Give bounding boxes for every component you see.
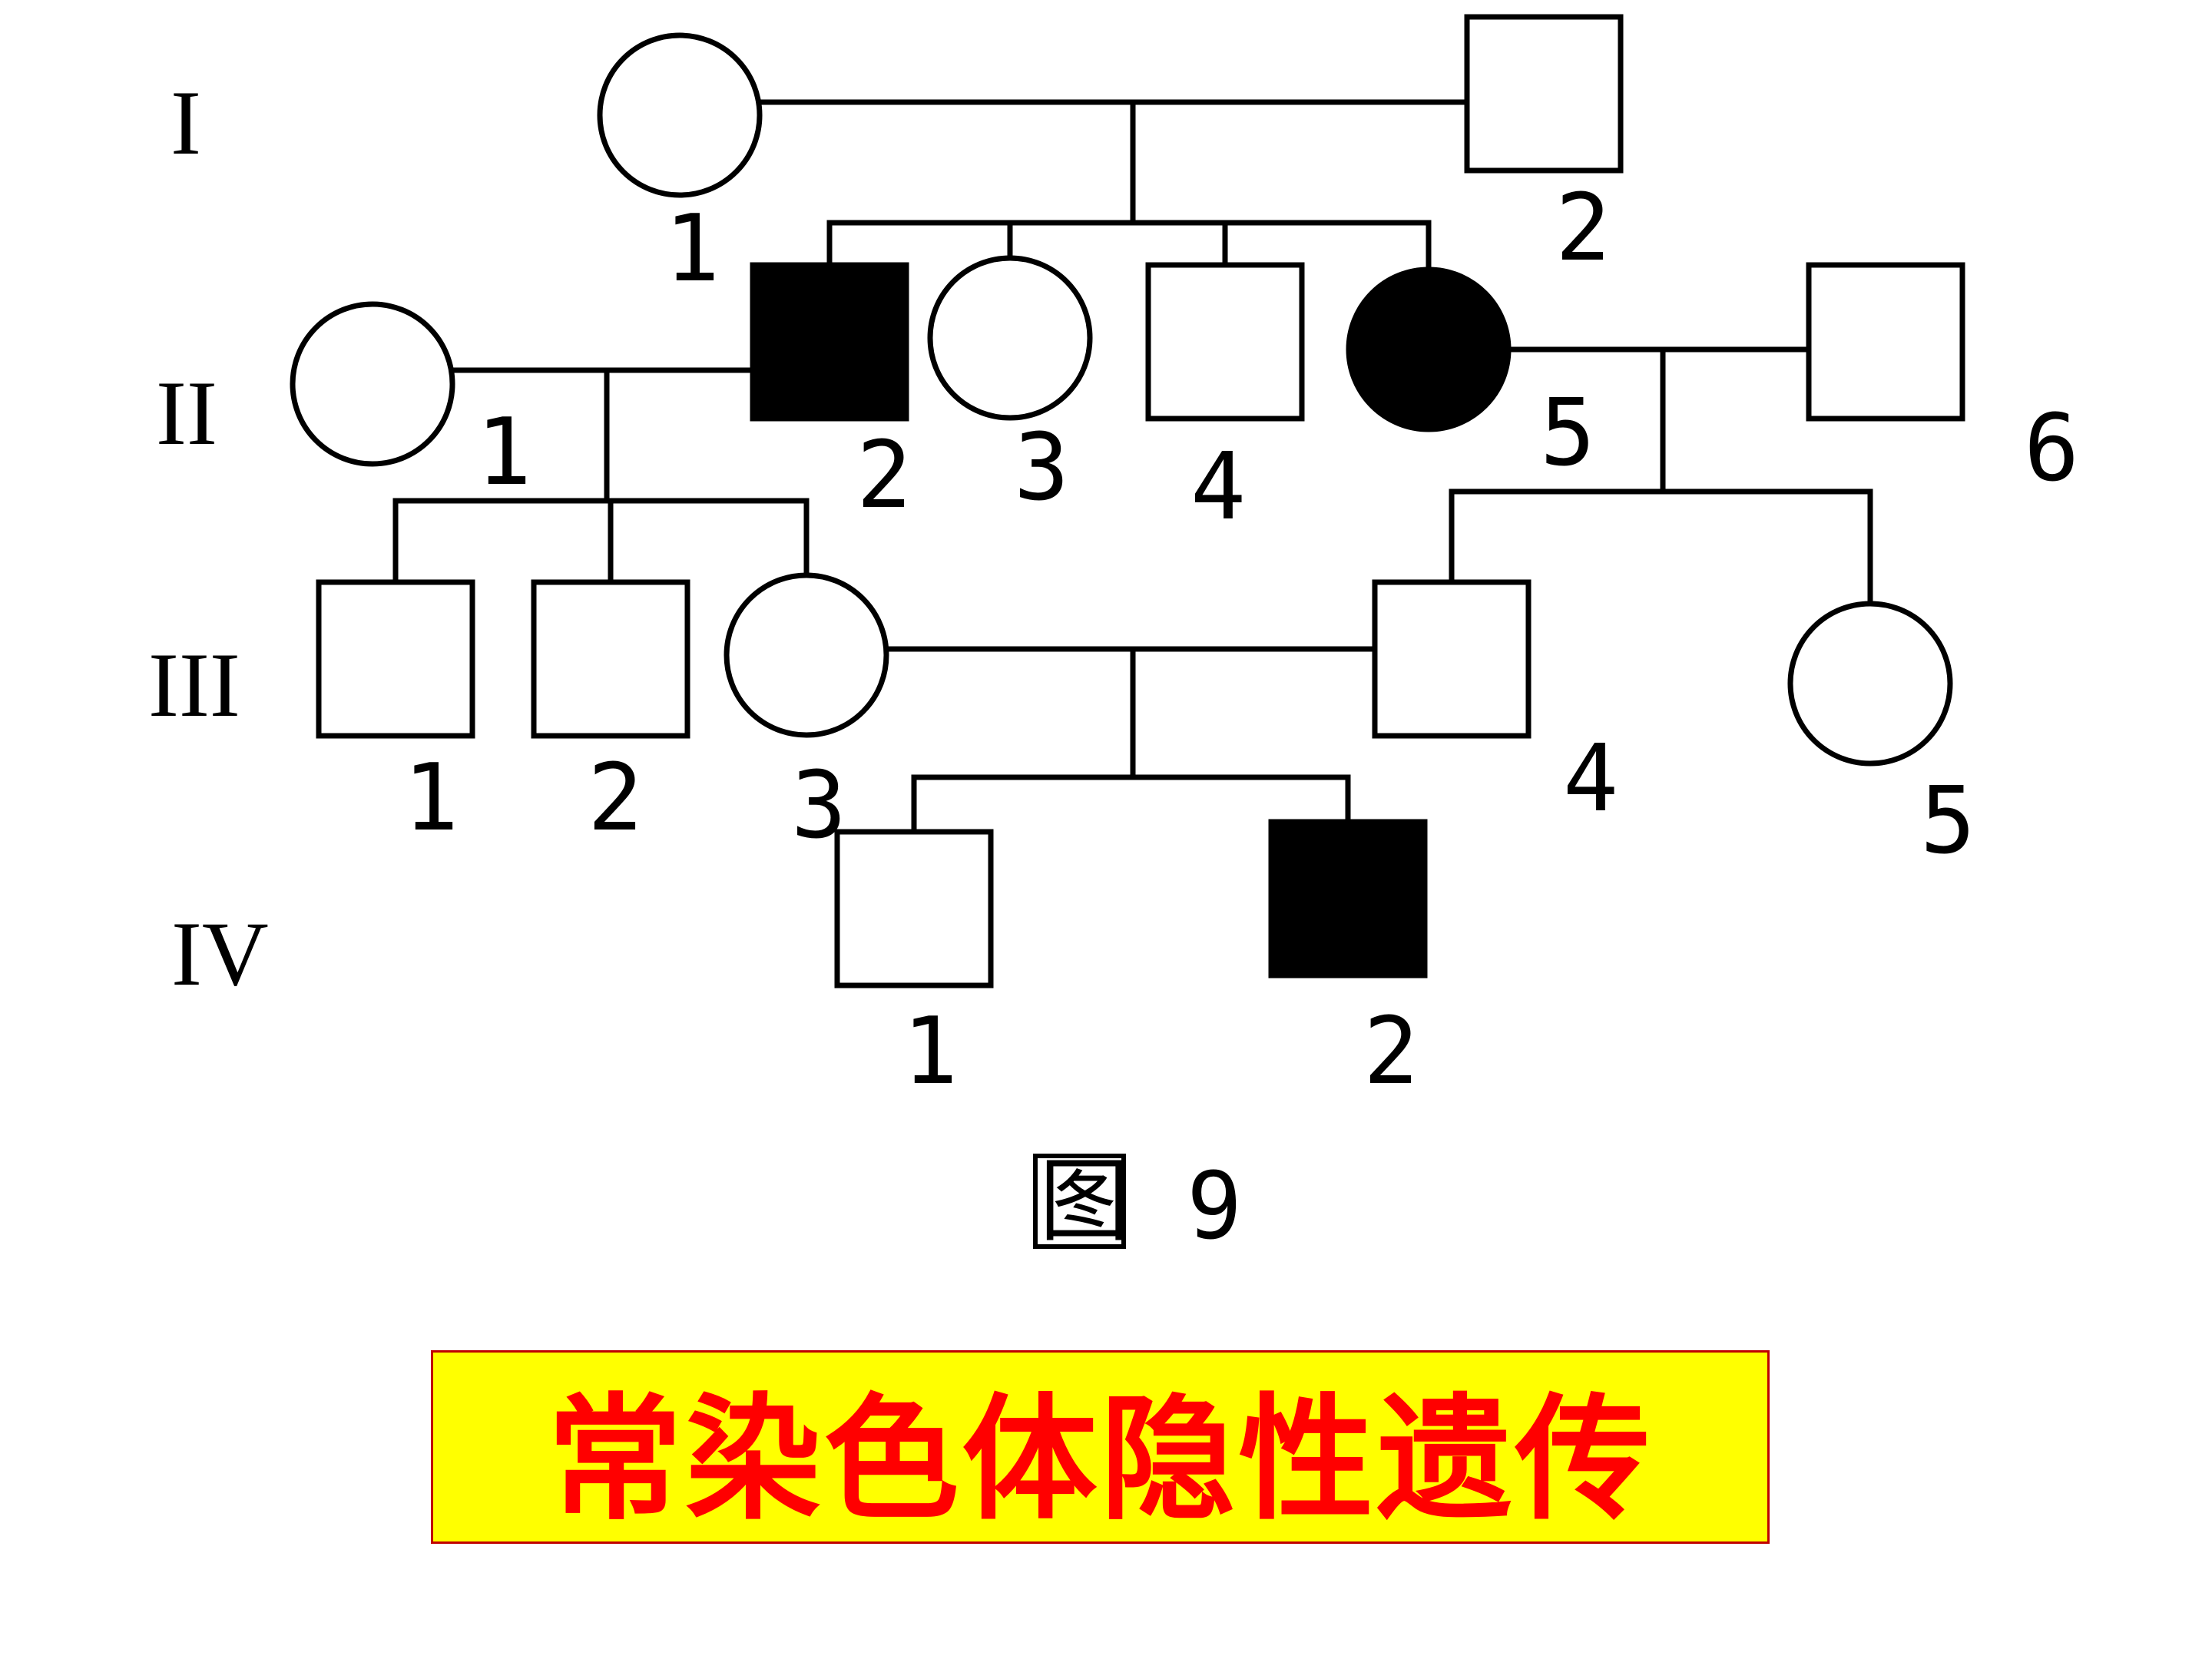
male-symbol-i-2 <box>1464 14 1624 174</box>
conclusion-text: 常染色体隐性遗传 <box>547 1380 1654 1538</box>
male-symbol-iii-2 <box>531 579 690 739</box>
individual-label-iii-4: 4 <box>1563 726 1618 833</box>
female-symbol-ii-3 <box>927 255 1093 421</box>
individual-label-ii-1: 1 <box>476 399 531 506</box>
individual-label-i-1: 1 <box>664 196 720 303</box>
figure-number: 9 <box>1187 1154 1242 1260</box>
individual-label-iii-3: 3 <box>791 753 846 859</box>
individual-label-i-2: 2 <box>1555 175 1611 282</box>
female-symbol-ii-5 <box>1346 267 1512 432</box>
generation-label-ii: II <box>156 362 217 464</box>
individual-label-iii-1: 1 <box>403 745 459 852</box>
female-symbol-ii-1 <box>290 301 455 467</box>
figure-char: 图 <box>1039 1148 1130 1254</box>
individual-label-ii-6: 6 <box>2024 396 2079 502</box>
individual-label-ii-2: 2 <box>856 422 912 529</box>
male-symbol-iv-2 <box>1268 819 1428 979</box>
male-symbol-ii-6 <box>1806 262 1965 422</box>
individual-label-ii-3: 3 <box>1014 415 1069 522</box>
generation-label-i: I <box>171 71 201 174</box>
individual-label-iii-2: 2 <box>588 745 643 852</box>
male-symbol-iii-1 <box>316 579 475 739</box>
pedigree-lines <box>392 99 1873 835</box>
female-symbol-iii-3 <box>724 572 889 738</box>
individual-label-iv-2: 2 <box>1363 998 1419 1105</box>
individual-label-ii-5: 5 <box>1540 380 1595 487</box>
male-symbol-iii-4 <box>1372 579 1532 739</box>
individual-label-ii-4: 4 <box>1190 434 1246 541</box>
male-symbol-ii-4 <box>1145 262 1305 422</box>
pedigree-symbols <box>290 14 1965 988</box>
male-symbol-iv-1 <box>834 829 994 988</box>
conclusion-box: 常染色体隐性遗传 <box>431 1350 1770 1544</box>
female-symbol-i-1 <box>597 32 763 198</box>
individual-label-iii-5: 5 <box>1920 768 1975 875</box>
male-symbol-ii-2 <box>750 262 909 422</box>
generation-label-iv: IV <box>171 902 269 1005</box>
figure-char-frame <box>1033 1154 1126 1249</box>
figure-caption: 图 9 <box>1033 1148 1242 1260</box>
individual-label-iv-1: 1 <box>902 998 958 1105</box>
generation-label-iii: III <box>148 634 240 736</box>
female-symbol-iii-5 <box>1787 601 1953 767</box>
